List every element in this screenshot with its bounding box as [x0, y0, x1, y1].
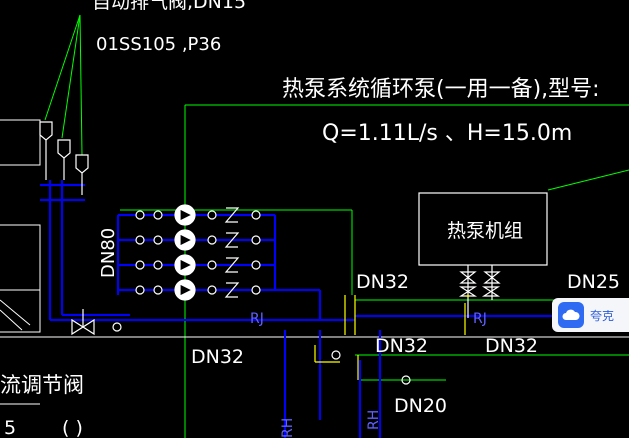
bottom-mid-text: ( ) — [62, 417, 83, 438]
unit-valves — [458, 265, 501, 318]
rh-label-a: RH — [280, 418, 296, 438]
yellow-fittings — [314, 295, 470, 380]
air-vent-fittings — [39, 121, 89, 195]
valve-label: 流调节阀 — [0, 373, 84, 397]
dn32-label-a: DN32 — [356, 271, 409, 293]
bottom-left-text: 5 — [4, 417, 16, 438]
pump-group[interactable] — [135, 204, 261, 301]
dn32-label-c: DN32 — [375, 335, 428, 357]
pump-spec: Q=1.11L/s 、H=15.0m — [322, 121, 572, 146]
rj-label-a: RJ — [250, 311, 264, 327]
dn20-label: DN20 — [394, 395, 447, 417]
rh-label-b: RH — [366, 410, 382, 430]
dn25-label: DN25 — [567, 271, 620, 293]
pump-row-4 — [135, 279, 261, 301]
pump-title: 热泵系统循环泵(一用一备),型号: — [282, 77, 600, 102]
quark-badge[interactable]: 夸克 — [552, 298, 629, 332]
top-partial-label: 自动排气阀,DN15 — [92, 0, 246, 13]
cloud-icon — [558, 302, 584, 328]
standard-reference: 01SS105 ,P36 — [96, 34, 221, 55]
badge-label: 夸克 — [590, 308, 615, 323]
wall-outline — [0, 119, 629, 405]
balancing-valve — [71, 309, 411, 385]
dn32-label-b: DN32 — [191, 346, 244, 368]
heat-pump-unit-box[interactable] — [418, 192, 548, 266]
unit-box-label: 热泵机组 — [447, 220, 523, 242]
dn32-label-d: DN32 — [485, 335, 538, 357]
pump-row-2 — [135, 229, 261, 251]
dn80-label: DN80 — [98, 228, 119, 278]
pump-row-3 — [135, 254, 261, 276]
pump-row-1 — [135, 204, 261, 226]
rj-label-b: RJ — [473, 311, 487, 327]
